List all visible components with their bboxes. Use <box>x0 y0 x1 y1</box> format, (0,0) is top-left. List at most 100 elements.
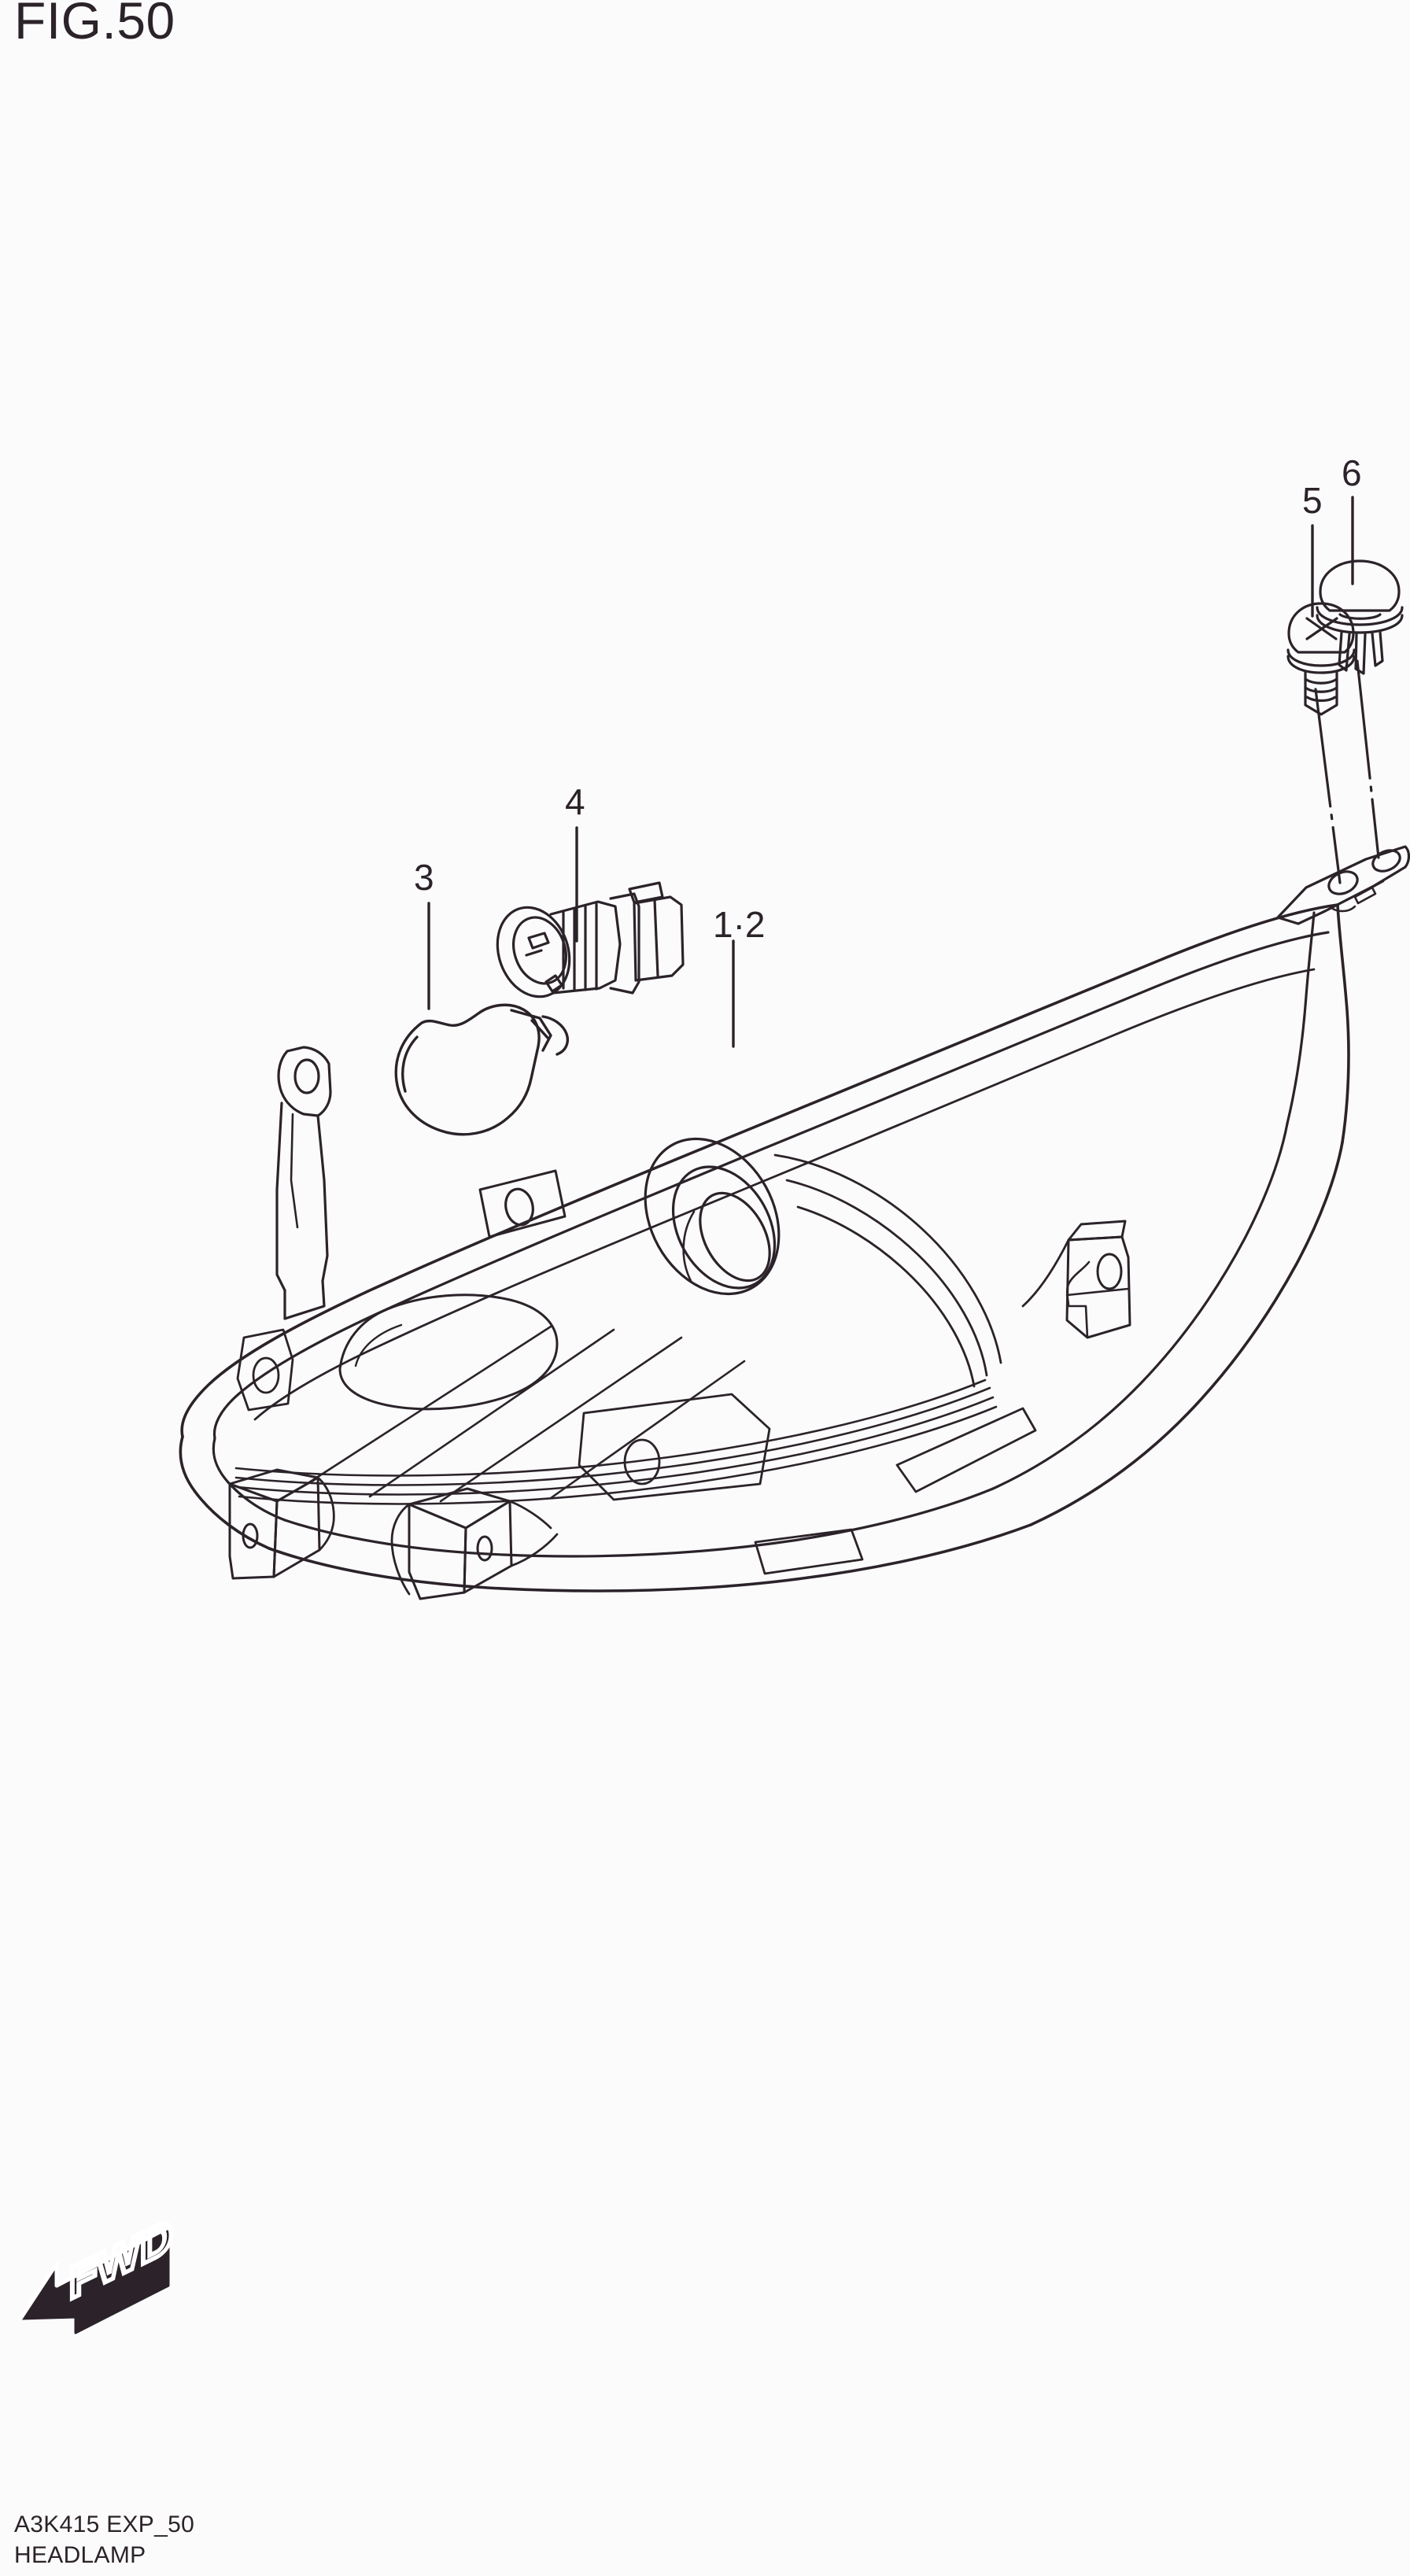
socket-front-ring <box>496 906 571 998</box>
bulb-neck-line <box>530 1019 550 1040</box>
bulb-base-cap <box>541 1015 570 1056</box>
socket-connector-line <box>653 899 659 977</box>
bulb-glass <box>394 1003 541 1136</box>
body-right-outer <box>1029 1141 1344 1526</box>
body-left-outer <box>179 1435 271 1550</box>
top-tab-hole <box>504 1187 534 1227</box>
assembly-line-screw <box>1314 688 1342 884</box>
body-bottom-outer <box>268 1523 1032 1592</box>
top-tab-plate <box>478 1169 567 1238</box>
bbr-side-web <box>390 1503 411 1596</box>
bottom-bracket-left <box>228 1468 335 1580</box>
right-tab-notch <box>1065 1260 1091 1339</box>
callout-6: 6 <box>1342 452 1362 493</box>
part-push-clip <box>1316 559 1404 675</box>
flange-boss <box>1328 905 1356 913</box>
flange-hole-clip <box>1327 870 1359 895</box>
left-pocket <box>236 1328 294 1412</box>
bracket-foot <box>283 1279 326 1320</box>
bracket-stem-right <box>316 1114 329 1282</box>
body-top-inner <box>212 931 1330 1440</box>
flange-hole-screw <box>1371 849 1401 873</box>
footer-name: HEADLAMP <box>14 2542 146 2569</box>
clip-collar-1 <box>1316 606 1404 626</box>
right-tab-fillet <box>1021 1238 1070 1308</box>
socket-barrel <box>549 900 622 995</box>
bracket-stem-mid <box>290 1113 299 1229</box>
screw-shank <box>1304 671 1338 716</box>
projector-lens <box>644 1137 781 1296</box>
bracket-stem-left <box>275 1102 286 1292</box>
right-tab-hole <box>1096 1253 1123 1290</box>
socket-top-tab <box>628 881 664 904</box>
screw-thread-1 <box>1304 677 1338 685</box>
part-screw <box>1286 602 1356 716</box>
right-tab-step <box>1065 1287 1130 1297</box>
screw-thread-2 <box>1304 686 1338 693</box>
reflector-swoop-lines <box>773 1153 1002 1388</box>
clip-leg-1 <box>1338 631 1351 672</box>
lower-center-housing <box>578 1393 771 1501</box>
callout-5: 5 <box>1302 480 1323 521</box>
bbr-web-top <box>508 1500 552 1530</box>
body-right-arm-inner <box>1286 911 1316 1125</box>
bracket-ear <box>277 1046 332 1117</box>
fwd-direction-marker: FWD <box>18 2205 175 2334</box>
bbl-web <box>316 1476 335 1552</box>
callout-1-2: 1·2 <box>713 904 766 945</box>
clip-slot <box>1338 613 1382 620</box>
socket-bottom-notch <box>544 974 563 993</box>
assembly-line-clip <box>1356 659 1380 859</box>
light-bar-lines <box>234 1378 998 1505</box>
fwd-arrow-top-edge <box>54 2225 170 2288</box>
screw-washer-top <box>1286 648 1356 667</box>
left-pocket-hole <box>252 1356 280 1394</box>
right-tab-plate <box>1065 1235 1131 1339</box>
bulb-neck <box>510 1009 552 1052</box>
figure-title: FIG.50 <box>14 0 175 50</box>
bbl-hole <box>242 1522 259 1549</box>
body-left-inner <box>212 1437 286 1522</box>
fwd-arrow-lead-edge <box>18 2261 59 2321</box>
screw-thread-3 <box>1305 696 1337 703</box>
callout-3: 3 <box>414 857 434 898</box>
figure-footer: A3K415 EXP_50 HEADLAMP <box>14 2509 194 2571</box>
left-upper-bracket <box>275 1046 332 1320</box>
clip-leg-3 <box>1371 630 1384 667</box>
clip-dome <box>1319 559 1401 612</box>
screw-washer-bottom <box>1286 655 1356 674</box>
clip-collar-2 <box>1316 614 1404 634</box>
socket-keyway <box>527 932 550 950</box>
bracket-ear-hole <box>293 1058 320 1094</box>
assembly-axis-lines <box>1314 659 1380 884</box>
top-tab-with-hole <box>478 1169 567 1238</box>
left-reflector-chamber <box>338 1294 559 1411</box>
part-headlamp-assembly <box>179 845 1410 1600</box>
reflector-facet-lines <box>305 1325 746 1503</box>
lower-connector-nub <box>754 1528 864 1575</box>
part-bulb-socket <box>496 881 685 998</box>
housing-hole <box>623 1438 661 1485</box>
under-ledge <box>895 1407 1037 1493</box>
right-side-tab <box>1021 1220 1131 1339</box>
projector-shade-arc <box>682 1210 696 1282</box>
bulb-highlight <box>401 1035 419 1093</box>
reflector-bowl-outline <box>338 1294 559 1411</box>
leader-lines <box>427 496 1354 1048</box>
body-right-inner <box>991 1122 1289 1490</box>
projector-outer-ring <box>644 1137 781 1296</box>
bbr-hole <box>476 1535 493 1562</box>
right-mounting-flange <box>1276 845 1410 925</box>
projector-mid-ring <box>671 1165 777 1290</box>
socket-connector-block <box>633 895 685 982</box>
body-top-inner-2 <box>253 968 1316 1421</box>
callout-4: 4 <box>565 781 585 822</box>
body-right-arm-outer <box>1336 903 1350 1144</box>
clip-leg-2 <box>1354 633 1367 675</box>
bbr-web-bottom <box>510 1533 559 1567</box>
body-bottom-inner <box>283 1487 995 1558</box>
flange-rib-2 <box>1364 880 1385 892</box>
projector-inner-lens <box>699 1191 771 1282</box>
